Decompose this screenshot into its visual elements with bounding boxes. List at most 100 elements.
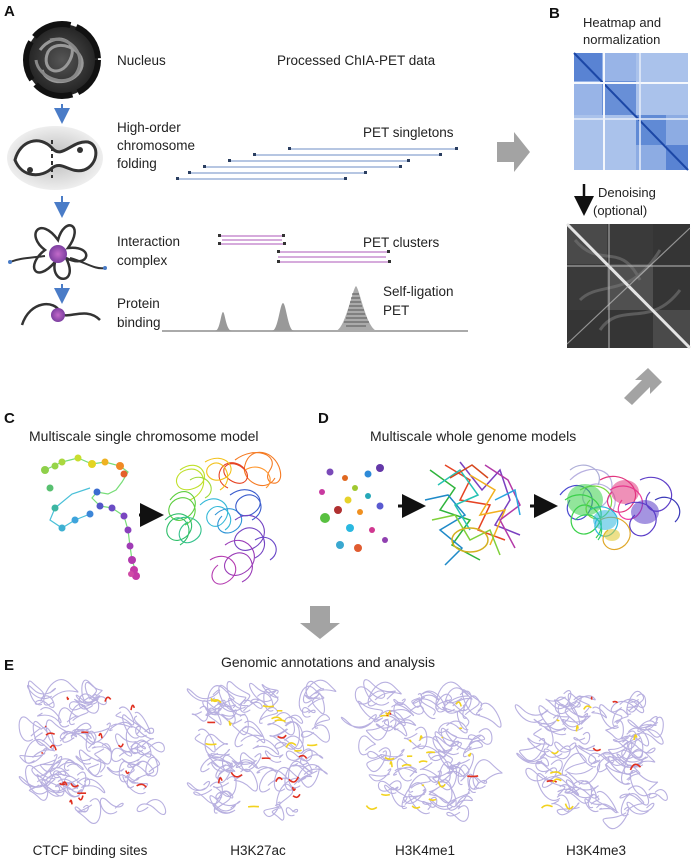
annotation-highlight [385, 710, 391, 716]
annotation-highlight [401, 763, 412, 768]
chromatin-loop [599, 803, 619, 814]
chromatin-loop [27, 680, 45, 706]
annotation-highlight [455, 701, 462, 707]
chromatin-loop [412, 690, 446, 711]
chromatin-loop [70, 729, 92, 739]
annotation-highlight [441, 736, 444, 739]
chromatin-loop [514, 704, 549, 723]
annotation-highlight [612, 700, 619, 704]
chromatin-loop [133, 711, 151, 735]
chromatin-loop [389, 704, 414, 716]
chromatin-loop [573, 732, 591, 745]
chromatin-loop [545, 690, 572, 709]
chromatin-loop [94, 743, 112, 765]
pet-cluster-lines [220, 235, 389, 263]
annotation-highlight [98, 732, 103, 739]
annotation-highlight [365, 805, 378, 810]
chromatin-loop [357, 700, 383, 721]
chromatin-loop [375, 719, 397, 732]
chromatin-loop [122, 714, 141, 739]
annotation-highlight [428, 798, 437, 801]
annotation-highlight [49, 744, 57, 751]
chromatin-loop [612, 708, 629, 727]
chromatin-loop [462, 740, 483, 758]
annotation-highlight [291, 786, 296, 792]
chromatin-loop [85, 722, 111, 743]
chromatin-loop [122, 774, 149, 795]
binding-label-1: Protein [117, 296, 160, 311]
heatmap-title-2: normalization [583, 32, 660, 47]
chromatin-loop [276, 783, 294, 809]
chromatin-loop [393, 766, 417, 776]
chromatin-loop [284, 764, 312, 791]
chromatin-loop [456, 710, 470, 731]
panel-d-letter: D [318, 410, 329, 427]
chromatin-loop [259, 769, 294, 793]
chromatin-loop [366, 719, 390, 741]
annotation-highlight [104, 696, 112, 702]
interaction-complex-icon [8, 224, 107, 280]
chromatin-loop [630, 729, 664, 745]
chromatin-loop [269, 721, 300, 750]
annotation-highlight [425, 751, 435, 754]
chromatin-loop [24, 738, 55, 764]
chromatin-loop [621, 748, 644, 760]
nucleus-icon [23, 21, 101, 99]
chromatin-loop [621, 727, 650, 747]
annotation-highlight [59, 782, 66, 786]
chromatin-loop [25, 765, 56, 795]
chromatin-loop [39, 756, 63, 773]
chromatin-loop [215, 790, 234, 799]
panel-e: E Genomic annotations and analysis CTCF … [4, 654, 668, 858]
complex-label-2: complex [117, 253, 168, 268]
panel-c: C Multiscale single chromosome model [4, 410, 282, 585]
chromatin-loop [194, 728, 216, 753]
annotation-highlight [230, 772, 243, 778]
chromatin-loop [66, 786, 83, 798]
chromatin-loop [527, 737, 550, 753]
chromatin-loop [75, 694, 101, 705]
annotation-highlight [437, 781, 446, 788]
annotation-highlight [379, 714, 390, 718]
chromatin-loop [58, 707, 79, 728]
chromatin-loop [256, 766, 278, 774]
chromatin-loop [645, 716, 664, 738]
chromatin-loop [623, 750, 656, 775]
chromatin-loop [55, 778, 79, 789]
chromatin-loop [354, 686, 386, 705]
chromatin-loop [367, 747, 391, 761]
chromatin-loop [302, 679, 337, 704]
chromatin-loop [626, 801, 655, 815]
chromatin-loop [358, 735, 376, 756]
chromatin-loop [628, 742, 656, 760]
chromatin-loop [110, 747, 133, 762]
chromatin-loop [81, 778, 106, 794]
chromatin-loop [205, 702, 236, 724]
annotation-highlight [556, 719, 560, 722]
caption-h3k27ac: H3K27ac [230, 843, 286, 858]
panel-b-letter: B [549, 5, 560, 22]
chromatin-loop [566, 760, 601, 785]
chromatin-loop [136, 740, 165, 755]
chromatin-loop [605, 719, 624, 740]
chromatin-loop [553, 695, 582, 710]
chromatin-loop [211, 762, 227, 772]
chromatin-loop [377, 780, 402, 792]
chromatin-loop [301, 707, 316, 718]
chromatin-loop [136, 799, 167, 815]
annotation-highlight [546, 780, 558, 783]
annotation-highlight [629, 763, 642, 771]
annotation-highlight [130, 704, 136, 711]
chromatin-loop [551, 794, 570, 812]
annotation-highlight [307, 743, 318, 747]
structure-h3k4me1 [340, 679, 503, 822]
chromatin-loop [18, 716, 41, 742]
chromatin-loop [300, 724, 330, 743]
chromatin-loop [476, 702, 502, 728]
chromatin-loop [19, 747, 48, 764]
whole-genome-tangle [424, 461, 521, 566]
denoised-heatmap [565, 222, 692, 350]
chromatin-loop [428, 781, 457, 808]
chromatin-loop [462, 695, 480, 719]
chromatin-loop [366, 750, 387, 773]
